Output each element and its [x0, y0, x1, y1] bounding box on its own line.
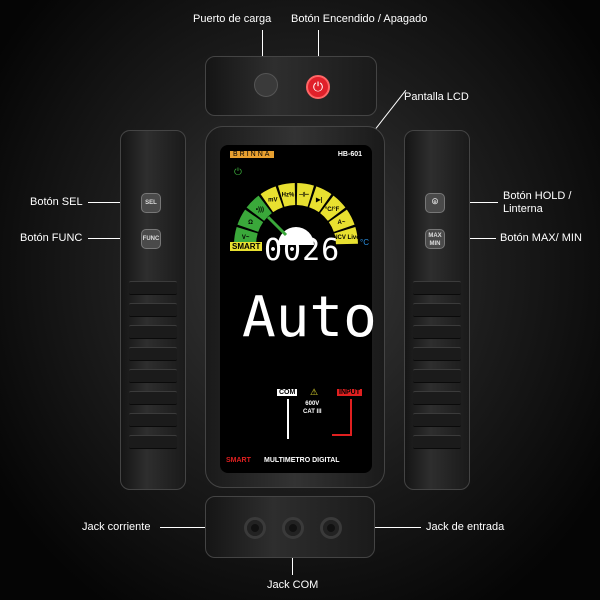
label-maxmin: Botón MAX/ MIN: [500, 232, 582, 244]
dial-segment-label: °C/°F: [325, 207, 340, 213]
label-lcd: Pantalla LCD: [404, 91, 469, 103]
leader-line: [88, 202, 143, 203]
reading-display: 0026: [264, 233, 341, 268]
dial-segment: [260, 186, 283, 213]
label-hold: Botón HOLD /Linterna: [503, 190, 571, 216]
dial-segment-label: •))): [256, 207, 264, 213]
dial-segment-label: NCV Live: [333, 235, 360, 241]
rating-label: 600V CAT III: [303, 400, 322, 416]
dial-segment-label: A~: [338, 220, 346, 226]
unit-label: °C: [360, 238, 369, 247]
dial-segment-label: ▶|: [315, 197, 323, 204]
device-front: BRINNA HB-601 V~ Ω •))) mV Hz% ⊣⊢ ▶|°C/°F A~ NCV…: [205, 126, 385, 488]
jack-current[interactable]: [244, 517, 266, 539]
footer-title: MULTIMETRO DIGITAL: [264, 457, 340, 464]
dial-hub: [278, 227, 314, 245]
label-jack-input: Jack de entrada: [426, 521, 505, 533]
brand-logo: BRINNA: [230, 151, 275, 158]
dial-segment-label: Hz%: [282, 193, 295, 199]
smart-badge: SMART: [230, 242, 263, 251]
lcd-screen: BRINNA HB-601 V~ Ω •))) mV Hz% ⊣⊢ ▶|°C/°F A~ NCV…: [220, 145, 377, 473]
rating-category: CAT III: [303, 409, 322, 415]
function-dial: V~ Ω •))) mV Hz% ⊣⊢ ▶|°C/°F A~ NCV Live ⏻: [234, 167, 360, 245]
label-sel: Botón SEL: [30, 196, 83, 208]
power-icon: ⏻: [234, 167, 242, 178]
dial-segment: [234, 227, 258, 245]
dial-segment: [334, 227, 358, 245]
device-bottom-view: [205, 496, 375, 558]
leader-line: [160, 527, 240, 528]
sel-button[interactable]: SEL: [141, 193, 161, 213]
input-terminal-label: INPUT: [337, 389, 362, 396]
dial-segment: [278, 183, 296, 207]
rating-voltage: 600V: [305, 401, 320, 407]
input-probe: [350, 399, 352, 435]
dial-pointer: [266, 215, 288, 237]
device-top-view: ⏻: [205, 56, 377, 116]
dial-segment: [237, 209, 264, 232]
func-button[interactable]: FUNC: [141, 229, 161, 249]
jack-com[interactable]: [282, 517, 304, 539]
device-right-side: ⌾ MAX MIN: [404, 130, 470, 490]
device-left-side: SEL FUNC: [120, 130, 186, 490]
dial-segment: [296, 183, 314, 207]
label-hold-line1: Botón HOLD /: [503, 190, 572, 202]
com-probe: [287, 399, 289, 439]
dial-segment: [246, 195, 272, 221]
com-terminal-label: COM: [277, 389, 298, 396]
label-func: Botón FUNC: [20, 232, 83, 244]
dial-segment: [328, 209, 355, 232]
label-hold-line2: Linterna: [503, 203, 543, 215]
footer-smart: SMART: [226, 457, 251, 464]
label-charge-port: Puerto de carga: [193, 13, 272, 25]
jack-input[interactable]: [320, 517, 342, 539]
max-label: MAX: [428, 233, 442, 239]
dial-segment-label: mV: [268, 198, 277, 204]
leader-line: [338, 527, 421, 528]
dial-segment: [320, 195, 346, 221]
dial-segment: [309, 186, 332, 213]
leader-line: [88, 238, 143, 239]
model-number: HB-601: [337, 151, 362, 158]
mode-text: Auto: [242, 285, 377, 350]
input-probe-cable: [332, 434, 352, 436]
dial-segment-label: ⊣⊢: [299, 191, 309, 199]
min-label: MIN: [429, 241, 441, 247]
warning-icon: ⚠: [310, 387, 319, 397]
charge-port: [254, 73, 278, 97]
label-power-button: Botón Encendido / Apagado: [291, 13, 428, 25]
max-min-button[interactable]: MAX MIN: [425, 229, 445, 249]
leader-line: [318, 30, 319, 78]
label-jack-com: Jack COM: [267, 579, 319, 591]
hold-flashlight-button[interactable]: ⌾: [425, 193, 445, 213]
power-button[interactable]: ⏻: [306, 75, 330, 99]
dial-segment-label: Ω: [248, 220, 253, 226]
label-jack-current: Jack corriente: [82, 521, 151, 533]
dial-segment-label: V~: [242, 235, 250, 241]
